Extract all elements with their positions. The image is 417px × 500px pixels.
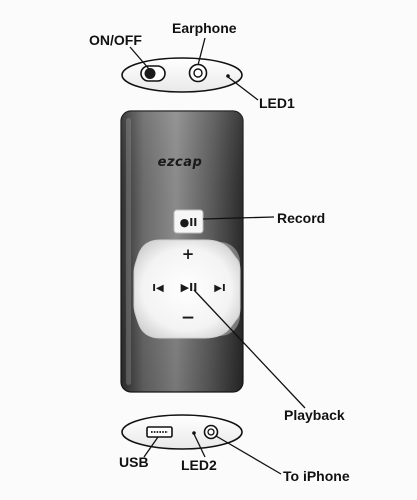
label-record: Record	[277, 210, 326, 226]
leader-lines	[129, 37, 306, 475]
leader-line-led2	[193, 433, 206, 458]
leader-line-usb	[143, 436, 159, 458]
volume-down-button[interactable]: −	[181, 308, 195, 328]
label-playback: Playback	[284, 407, 345, 423]
minus-icon: −	[181, 308, 195, 328]
leader-line-led1	[227, 76, 259, 101]
label-led1: LED1	[259, 95, 295, 111]
label-led2: LED2	[181, 457, 217, 473]
label-to-iphone: To iPhone	[283, 468, 350, 484]
record-icon: ●II	[180, 216, 198, 229]
earphone-jack-icon	[188, 63, 208, 83]
led-indicator-icon	[192, 431, 196, 435]
slide-switch-icon	[140, 65, 166, 82]
previous-icon: I◀	[152, 283, 164, 294]
iphone-jack-icon	[203, 424, 219, 440]
label-on-off: ON/OFF	[89, 32, 142, 48]
play-pause-button[interactable]: ▶II	[181, 281, 198, 294]
plus-icon: +	[182, 245, 195, 263]
leader-line-to-iphone	[215, 435, 282, 475]
usb-port-icon	[146, 426, 173, 438]
leader-line-on-off	[129, 46, 150, 70]
top-end-cap	[121, 57, 243, 93]
leader-line-playback	[193, 289, 306, 409]
leader-line-record	[202, 216, 275, 220]
label-usb: USB	[119, 454, 149, 470]
next-button[interactable]: ▶I	[214, 283, 225, 294]
leader-line-earphone	[197, 37, 206, 66]
brand-logo: ezcap	[158, 155, 203, 170]
next-icon: ▶I	[214, 283, 225, 294]
play-pause-icon: ▶II	[181, 281, 198, 294]
volume-up-button[interactable]: +	[182, 245, 195, 263]
label-earphone: Earphone	[172, 20, 237, 36]
record-button[interactable]: ●II	[173, 209, 204, 234]
bottom-end-cap	[121, 414, 243, 450]
previous-button[interactable]: I◀	[152, 283, 164, 294]
